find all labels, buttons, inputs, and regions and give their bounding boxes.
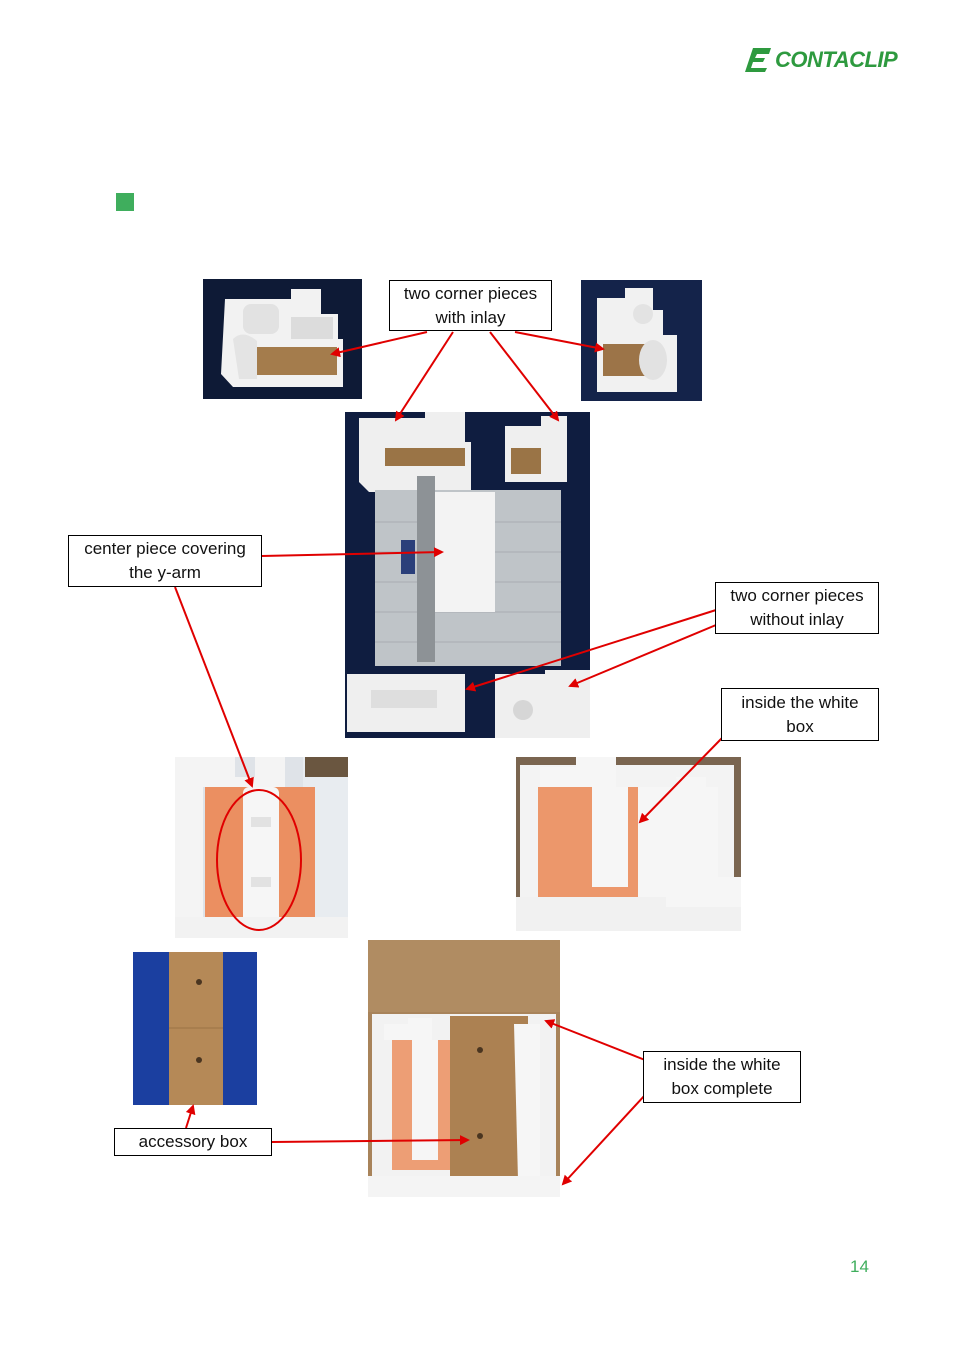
callout-line: without inlay: [750, 610, 844, 629]
callout-line: inside the white: [663, 1055, 781, 1074]
photo-inside-white-box: [516, 757, 741, 931]
arrow-corner-without-inlay-2: [568, 624, 717, 688]
callout-inside-white-box-complete: inside the white box complete: [643, 1051, 801, 1103]
section-bullet-icon: [116, 193, 134, 211]
photo-corner-piece-right: [581, 280, 702, 401]
callout-line: center piece covering: [84, 539, 246, 558]
arrow-box-complete-bottom: [561, 1094, 646, 1186]
callout-line: with inlay: [435, 307, 506, 327]
callout-line: box complete: [671, 1079, 773, 1098]
callout-line: two corner pieces: [730, 586, 864, 605]
callout-accessory-box: accessory box: [114, 1128, 272, 1156]
arrow-box-complete-top: [544, 1019, 646, 1061]
photo-box-center-piece: [175, 757, 348, 938]
arrow-accessory-box-left: [185, 1104, 196, 1129]
callout-corner-pieces-without-inlay: two corner pieces without inlay: [715, 582, 879, 634]
callout-line: box: [786, 716, 814, 736]
callout-corner-pieces-with-inlay: two corner pieces with inlay: [389, 280, 552, 331]
callout-line: the y-arm: [129, 563, 201, 582]
photo-inside-white-box-complete: [368, 940, 560, 1197]
logo-text: CONTACLIP: [775, 47, 898, 72]
callout-inside-white-box: inside the white box: [721, 688, 879, 741]
photo-plotter-with-foam: [345, 412, 590, 738]
callout-center-piece: center piece covering the y-arm: [68, 535, 262, 587]
page-number: 14: [850, 1257, 869, 1276]
callout-line: accessory box: [138, 1132, 248, 1151]
contaclip-logo: CONTACLIP: [745, 44, 915, 76]
arrow-corner-right-plotter: [489, 331, 560, 422]
contaclip-logo-mark-icon: [745, 48, 771, 72]
photo-corner-piece-left: [203, 279, 362, 399]
callout-line: two corner pieces: [403, 283, 538, 303]
photo-accessory-box: [133, 952, 257, 1105]
arrow-corner-left-plotter: [394, 331, 454, 422]
callout-line: inside the white: [741, 692, 859, 712]
